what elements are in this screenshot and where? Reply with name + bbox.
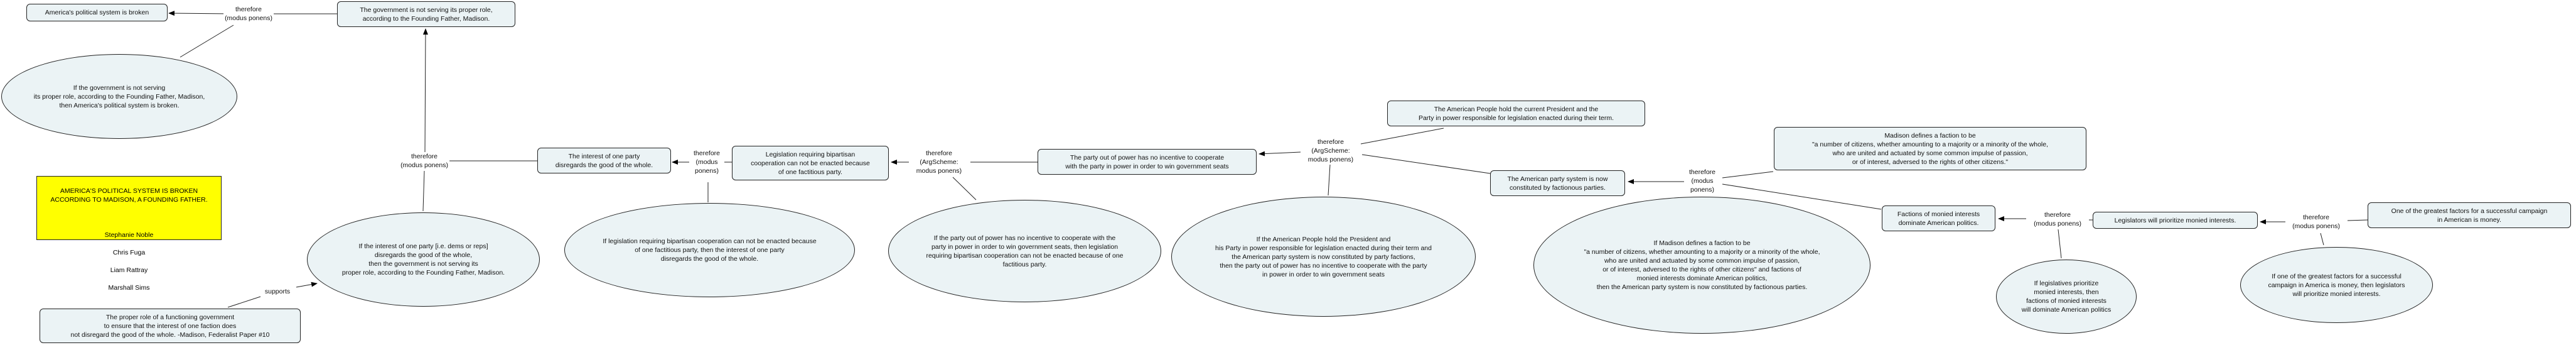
claim-legislators-prioritize-money[interactable]: Legislators will prioritize monied inter… [2093, 212, 2258, 229]
edge [1328, 164, 1331, 196]
edge [2320, 233, 2324, 246]
link-label-therefore: therefore (ArgScheme: modus ponens) [1306, 138, 1355, 164]
edge [2058, 229, 2062, 259]
link-label-supports: supports [263, 287, 292, 296]
edge [180, 25, 234, 58]
link-label-therefore: therefore (modus ponens) [2032, 211, 2083, 228]
edge [422, 170, 425, 212]
author: Stephanie Noble [104, 231, 154, 239]
premise-ellipse[interactable]: If the interest of one party [i.e. dems … [307, 212, 540, 307]
edge [168, 11, 233, 16]
author: Liam Rattray [110, 266, 148, 274]
premise-ellipse[interactable]: If the government is not serving its pro… [1, 54, 237, 139]
edge [422, 28, 428, 153]
premise-ellipse[interactable]: If one of the greatest factors for a suc… [2240, 247, 2433, 323]
edge [1258, 151, 1301, 156]
premise-ellipse[interactable]: If legislation requiring bipartisan coop… [564, 203, 855, 297]
premise-ellipse[interactable]: If the American People hold the Presiden… [1171, 197, 1476, 317]
author: Marshall Sims [108, 284, 150, 292]
edge [1722, 171, 1774, 178]
link-label-therefore: therefore (modus ponens) [399, 152, 449, 170]
claim-people-hold-president[interactable]: The American People hold the current Pre… [1387, 101, 1645, 126]
claim-party-system-factionous[interactable]: The American party system is now constit… [1490, 170, 1625, 196]
madison-quote-box[interactable]: The proper role of a functioning governm… [40, 309, 301, 343]
link-label-therefore: therefore (ArgScheme: modus ponens) [915, 149, 963, 175]
claim-government-not-serving-role[interactable]: The government is not serving its proper… [337, 1, 515, 27]
author: Chris Fuga [112, 249, 146, 256]
claim-money-campaign-factor[interactable]: One of the greatest factors for a succes… [2368, 202, 2571, 228]
link-label-therefore: therefore (modus ponens) [223, 5, 274, 23]
edge [227, 296, 261, 308]
link-label-therefore: therefore (modus ponens) [1687, 168, 1717, 194]
claim-madison-faction-definition[interactable]: Madison defines a faction to be "a numbe… [1774, 127, 2086, 170]
claim-legislation-bipartisan[interactable]: Legislation requiring bipartisan coopera… [732, 146, 889, 180]
link-label-therefore: therefore (modus ponens) [2291, 213, 2341, 231]
edge [1361, 154, 1491, 174]
edge [1360, 128, 1444, 145]
claim-political-system-broken[interactable]: America's political system is broken [26, 4, 168, 21]
map-title: AMERICA'S POLITICAL SYSTEM IS BROKEN ACC… [50, 187, 208, 204]
link-label-therefore: therefore (modus ponens) [692, 149, 722, 175]
claim-interest-of-one-party[interactable]: The interest of one party disregards the… [537, 148, 671, 173]
premise-ellipse[interactable]: If the party out of power has no incenti… [888, 200, 1161, 302]
premise-ellipse[interactable]: If legislatives prioritize monied intere… [1996, 260, 2137, 334]
edge [1722, 183, 1882, 210]
claim-monied-factions-dominate[interactable]: Factions of monied interests dominate Am… [1882, 205, 1995, 231]
title-block: AMERICA'S POLITICAL SYSTEM IS BROKEN ACC… [36, 176, 222, 292]
premise-ellipse[interactable]: If Madison defines a faction to be "a nu… [1533, 197, 1870, 334]
edge [952, 177, 977, 200]
claim-party-out-of-power[interactable]: The party out of power has no incentive … [1038, 149, 1257, 175]
edge [2347, 219, 2368, 221]
edge [296, 282, 318, 288]
